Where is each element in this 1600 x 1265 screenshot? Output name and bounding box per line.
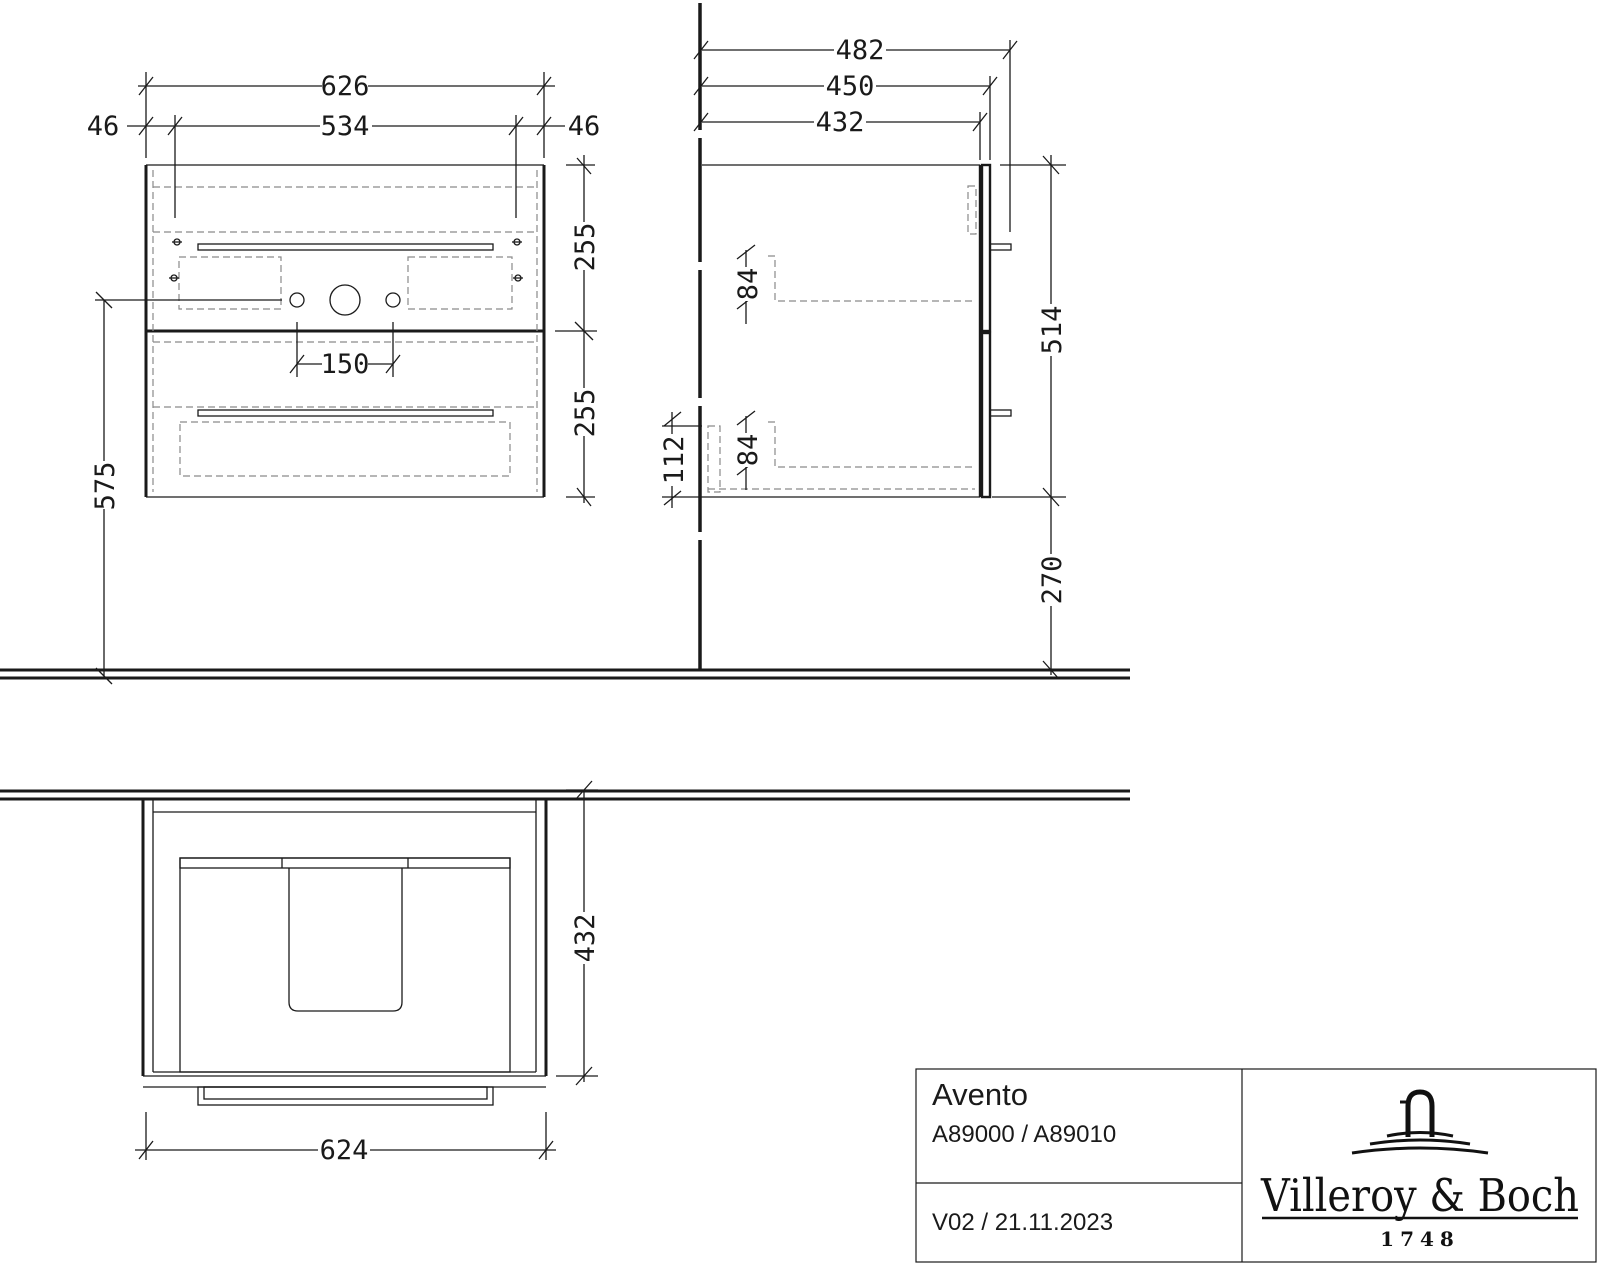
front-view: 626 46 534 46 255 255 150	[84, 71, 603, 685]
dim-overall-width: 626	[321, 71, 370, 102]
dim-floor-to-top: 575	[90, 462, 121, 511]
dim-top-width: 624	[320, 1135, 369, 1166]
floor-lines	[0, 668, 1130, 801]
dim-drawer-top-height: 255	[570, 223, 601, 272]
title-block: Avento A89000 / A89010 V02 / 21.11.2023 …	[915, 1068, 1597, 1263]
dim-depth-body: 432	[816, 107, 865, 138]
dim-top-depth: 432	[570, 914, 601, 963]
dim-siphon-spacing: 150	[321, 349, 370, 380]
version-date: V02 / 21.11.2023	[932, 1209, 1113, 1236]
villeroy-boch-logo: Villeroy & Boch 1748	[1260, 1089, 1579, 1251]
dim-side-right: 46	[568, 111, 601, 142]
dim-depth-with-front: 450	[826, 71, 875, 102]
dim-depth-total: 482	[836, 35, 885, 66]
dim-inner-width: 534	[321, 111, 370, 142]
product-name: Avento	[932, 1077, 1028, 1112]
brand-name: Villeroy & Boch	[1260, 1169, 1579, 1222]
dim-side-left: 46	[87, 111, 120, 142]
dim-bottom-offset: 112	[659, 436, 690, 485]
article-numbers: A89000 / A89010	[932, 1121, 1116, 1148]
dim-inner-bottom: 84	[733, 434, 764, 467]
dim-floor-clearance: 270	[1037, 556, 1068, 605]
bottom-drawer-handle	[197, 409, 494, 417]
dim-inner-top: 84	[733, 268, 764, 301]
brand-year: 1748	[1380, 1227, 1460, 1251]
top-view: 432 624	[135, 780, 601, 1166]
top-drawer-handle	[197, 243, 494, 251]
siphon-opening	[329, 284, 361, 316]
side-view: 482 450 432 84 84 112 514 270	[659, 3, 1068, 680]
dim-height-body: 514	[1037, 306, 1068, 355]
dim-drawer-bottom-height: 255	[570, 389, 601, 438]
